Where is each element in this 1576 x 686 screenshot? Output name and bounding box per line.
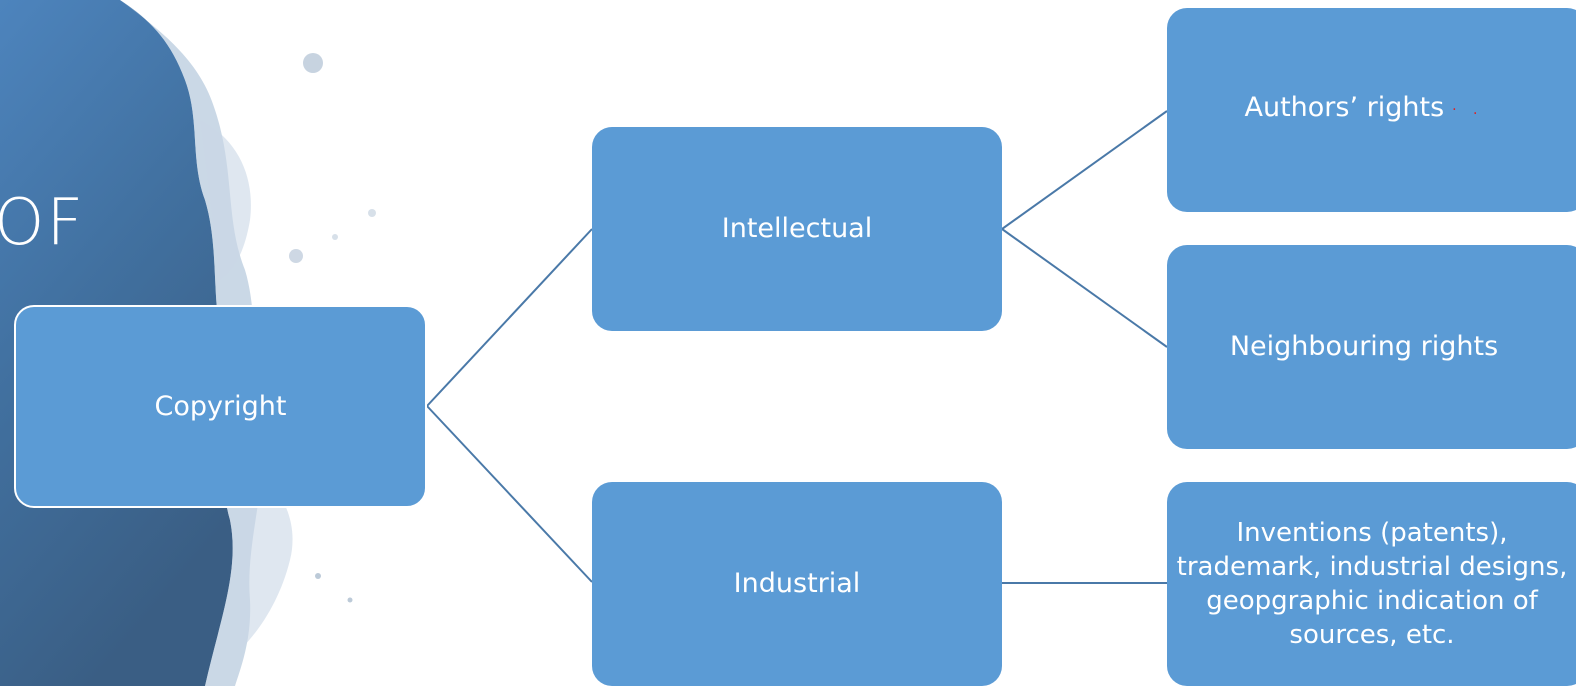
red-marks: · . bbox=[1452, 102, 1484, 118]
node-industrial-label: Industrial bbox=[733, 568, 861, 599]
connector-root-to-intellectual bbox=[426, 228, 593, 407]
node-authors-rights-label: Authors’ rights bbox=[1244, 92, 1445, 123]
slide-title-fragment: OF bbox=[0, 186, 86, 260]
connector-root-to-industrial bbox=[426, 405, 593, 583]
node-copyright: Copyright bbox=[14, 305, 427, 508]
node-intellectual-label: Intellectual bbox=[721, 213, 873, 244]
node-intellectual: Intellectual bbox=[592, 127, 1002, 331]
connector-intellectual-to-neighbouring bbox=[1001, 228, 1168, 348]
node-authors-rights: Authors’ rights · . bbox=[1167, 8, 1576, 212]
node-authors-rights-content: Authors’ rights · . bbox=[1245, 90, 1484, 130]
connector-intellectual-to-authors bbox=[1001, 110, 1168, 230]
node-industrial: Industrial bbox=[592, 482, 1002, 686]
node-neighbouring-rights-label: Neighbouring rights bbox=[1229, 331, 1499, 362]
node-inventions-label: Inventions (patents), trademark, industr… bbox=[1176, 518, 1568, 650]
node-copyright-label: Copyright bbox=[154, 390, 287, 422]
node-inventions: Inventions (patents), trademark, industr… bbox=[1167, 482, 1576, 686]
node-neighbouring-rights: Neighbouring rights bbox=[1167, 245, 1576, 449]
